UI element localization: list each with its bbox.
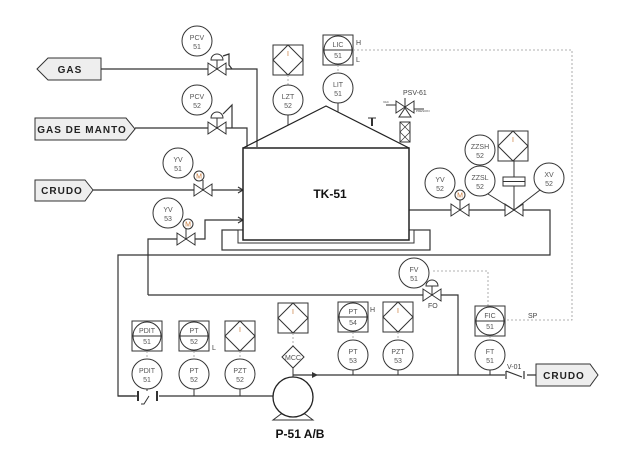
instruments-pcv51-num-label: 51: [193, 44, 201, 51]
instruments-yv52-tag-label: YV: [435, 177, 445, 184]
instruments-zzsl52-num-label: 52: [476, 184, 484, 191]
streams-crudo-in-label: CRUDO: [41, 186, 83, 197]
instruments-yv52-num-label: 52: [436, 186, 444, 193]
instruments-lzt52-num-label: 52: [284, 103, 292, 110]
labels-low-label: L: [356, 57, 360, 64]
fic-51[interactable]: FIC 51 SP: [474, 305, 538, 337]
instruments-yv51-num-label: 51: [174, 166, 182, 173]
instruments-pt52-disp-num-label: 52: [190, 339, 198, 346]
instruments-lit51-tag-label: LIT: [333, 82, 344, 89]
instruments-lzt52-tag-label: LZT: [282, 94, 295, 101]
instruments-zzsh52-num-label: 52: [476, 153, 484, 160]
lit-51[interactable]: LIT 51: [322, 65, 354, 112]
instruments-motor-label: M: [196, 174, 202, 181]
instruments-pcv52-num-label: 52: [193, 103, 201, 110]
instruments-yv53-num-label: 53: [164, 216, 172, 223]
mcc[interactable]: I MCC: [277, 302, 309, 377]
instruments-pt52-disp-tag-label: PT: [190, 328, 200, 335]
instruments-fv51-tag-label: FV: [410, 267, 419, 274]
instruments-yv53-tag-label: YV: [163, 207, 173, 214]
stream-gas-de-manto: GAS DE MANTO: [34, 117, 136, 141]
instruments-pt53-num-label: 53: [349, 358, 357, 365]
pt-54-53[interactable]: PT 54 H PT 53: [337, 301, 375, 375]
stream-gas: GAS: [36, 57, 102, 81]
instruments-pdit51-disp-num-label: 51: [143, 339, 151, 346]
instruments-pcv52-tag-label: PCV: [190, 94, 205, 101]
streams-gas-label: GAS: [58, 65, 83, 76]
pump-p-51[interactable]: P-51 A/B: [271, 376, 325, 441]
yv-53[interactable]: M YV 53: [152, 197, 196, 246]
instruments-pt54-num-label: 54: [349, 320, 357, 327]
pcv-51[interactable]: PCV 51: [181, 25, 233, 76]
instruments-pzt52-num-label: 52: [236, 377, 244, 384]
instruments-pdit51-num-label: 51: [143, 377, 151, 384]
pump-label: P-51 A/B: [276, 427, 325, 441]
instruments-pzt53-num-label: 53: [394, 358, 402, 365]
instruments-pt53-tag-label: PT: [349, 349, 359, 356]
instruments-fic51-tag-label: FIC: [484, 313, 495, 320]
labels-interlock-label: I: [239, 327, 241, 334]
labels-pressure-label: PRESION: [416, 109, 430, 113]
labels-low-label: L: [212, 345, 216, 352]
labels-check-valve-label: V-01: [507, 364, 522, 371]
instruments-yv51-tag-label: YV: [173, 157, 183, 164]
pzt-53[interactable]: I PZT 53: [382, 301, 414, 375]
pt-52[interactable]: PT 52 L PT 52: [178, 320, 216, 396]
signal-line-lic-fic: [353, 49, 573, 321]
instruments-pzt52-tag-label: PZT: [233, 368, 247, 375]
instruments-lit51-num-label: 51: [334, 91, 342, 98]
instruments-lic51-num-label: 51: [334, 53, 342, 60]
instruments-motor-label: M: [457, 193, 463, 200]
labels-interlock-label: I: [292, 309, 294, 316]
instruments-pt52-tag-label: PT: [190, 368, 200, 375]
labels-high-label: H: [356, 40, 361, 47]
yv-52[interactable]: M YV 52: [424, 167, 470, 217]
instruments-motor-label: M: [185, 222, 191, 229]
labels-interlock-label: I: [397, 308, 399, 315]
pzt-52[interactable]: I PZT 52: [224, 320, 256, 396]
instruments-fic51-num-label: 51: [486, 324, 494, 331]
streams-gas-manto-label: GAS DE MANTO: [37, 125, 127, 136]
instruments-pt54-tag-label: PT: [349, 309, 359, 316]
labels-high-label: H: [370, 307, 375, 314]
instruments-pt52-num-label: 52: [190, 377, 198, 384]
check-valve-v-01[interactable]: V-01: [505, 364, 527, 379]
ft-51[interactable]: FT 51: [474, 336, 506, 375]
stream-crudo-in: CRUDO: [34, 179, 94, 202]
fv-51[interactable]: FO FV 51: [398, 257, 489, 310]
tank-tk-51: TK-51: [221, 105, 431, 251]
instruments-pdit51-tag-label: PDIT: [139, 368, 156, 375]
streams-crudo-out-label: CRUDO: [543, 371, 585, 382]
lic-51[interactable]: LIC 51 H L: [322, 34, 361, 66]
instruments-pdit51-disp-tag-label: PDIT: [139, 328, 156, 335]
instruments-xv52-tag-label: XV: [544, 172, 554, 179]
labels-mcc-label: MCC: [285, 355, 301, 362]
labels-setpoint-label: SP: [528, 313, 538, 320]
instruments-zzsh52-tag-label: ZZSH: [471, 144, 489, 151]
psv-61[interactable]: PSV-61 VAC PRESION: [383, 90, 430, 143]
strainer: [118, 391, 159, 405]
labels-vacuum-label: VAC: [383, 100, 390, 104]
stream-crudo-out: CRUDO: [535, 363, 599, 387]
labels-psv-label: PSV-61: [403, 90, 427, 97]
tank-label: TK-51: [313, 187, 347, 201]
xv-52[interactable]: I ZZSH 52 ZZSL 52 XV 52: [464, 130, 565, 217]
pcv-52[interactable]: PCV 52: [181, 84, 233, 135]
instruments-ft51-num-label: 51: [486, 358, 494, 365]
yv-51[interactable]: M YV 51: [162, 147, 213, 197]
instruments-zzsl52-tag-label: ZZSL: [471, 175, 488, 182]
instruments-pcv51-tag-label: PCV: [190, 35, 205, 42]
pdit-51[interactable]: PDIT 51 PDIT 51: [131, 320, 163, 396]
labels-interlock-label: I: [512, 137, 514, 144]
lzt-52[interactable]: I LZT 52: [272, 44, 304, 125]
labels-interlock-label: I: [287, 51, 289, 58]
instruments-pzt53-tag-label: PZT: [391, 349, 405, 356]
labels-fail-open-label: FO: [428, 303, 438, 310]
instruments-lic51-tag-label: LIC: [333, 42, 344, 49]
instruments-fv51-num-label: 51: [410, 276, 418, 283]
instruments-xv52-num-label: 52: [545, 181, 553, 188]
instruments-ft51-tag-label: FT: [486, 349, 495, 356]
